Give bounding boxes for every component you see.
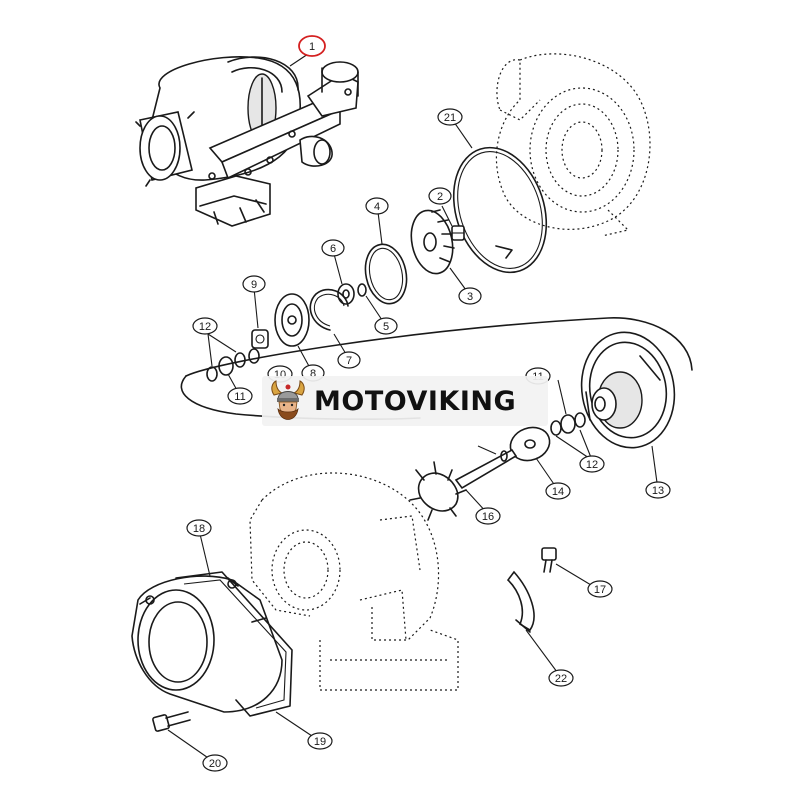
watermark-banner: MOTOVIKING [262,376,548,426]
callout-21: 21 [437,108,463,126]
callout-13: 13 [645,481,671,499]
heat-shield-part-14 [509,426,551,462]
exhaust-outlet-part-18 [131,575,283,713]
callout-3-label: 3 [467,291,473,303]
bearing-rings-right-group [550,412,586,436]
callout-2: 2 [428,187,452,205]
callout-6: 6 [321,239,345,257]
callout-19-label: 19 [314,736,326,748]
gasket-part-19 [175,571,293,717]
callout-5-label: 5 [383,321,389,333]
callout-11-left-label: 11 [234,391,245,403]
callout-1-label: 1 [309,41,315,53]
callout-20: 20 [202,754,228,772]
bolt-part-17 [541,547,557,573]
callout-2-label: 2 [437,191,443,203]
bolt-part-20 [152,711,191,732]
callout-18: 18 [186,519,212,537]
o-ring-part-5 [357,283,367,297]
thrust-collar-part-6 [337,283,355,305]
watermark-text: MOTOVIKING [314,385,517,417]
callout-16-label: 16 [482,511,494,523]
compressor-wheel-part-3 [410,209,455,275]
turbine-shaft-part-16 [409,448,518,521]
seal-ring-part-4 [364,243,408,305]
seal-plate-part-8 [274,293,310,347]
clamp-segment-part-22 [506,570,535,633]
bearing-rings-left-group [206,348,260,382]
callout-12-left-label: 12 [199,321,211,333]
callout-11-left: 11 [227,387,253,405]
callout-22-label: 22 [555,673,567,685]
callout-18-label: 18 [193,523,205,535]
callout-14: 14 [545,482,571,500]
callout-17-label: 17 [594,584,606,596]
callout-7: 7 [337,351,361,369]
callout-8-label: 8 [310,368,316,380]
compressor-housing-dotted [495,53,651,237]
callout-16: 16 [475,507,501,525]
callout-3: 3 [458,287,482,305]
callout-12-left: 12 [192,317,218,335]
snap-ring-part-21 [452,146,548,274]
callout-12-right-label: 12 [586,459,598,471]
turbine-back-plate-part-13 [580,331,676,449]
callout-6-label: 6 [330,243,336,255]
callout-9: 9 [242,275,266,293]
callout-20-label: 20 [209,758,221,770]
callout-4: 4 [365,197,389,215]
viking-helmet-icon [271,380,305,420]
callout-21-label: 21 [444,112,456,124]
callout-5: 5 [374,317,398,335]
callout-14-label: 14 [552,486,564,498]
callout-12-right: 12 [579,455,605,473]
nut-part-2 [451,225,465,241]
callout-9-label: 9 [251,279,257,291]
callout-17: 17 [587,580,613,598]
turbine-housing-dotted [249,472,459,691]
thrust-bearing-part-9 [251,329,269,349]
callout-1: 1 [298,35,326,57]
callout-4-label: 4 [374,201,380,213]
callout-22: 22 [548,669,574,687]
turbocharger-assembly-drawing [135,56,359,227]
callout-19: 19 [307,732,333,750]
callout-7-label: 7 [346,355,352,367]
callout-13-label: 13 [652,485,664,497]
retaining-ring-part-7 [309,288,349,331]
